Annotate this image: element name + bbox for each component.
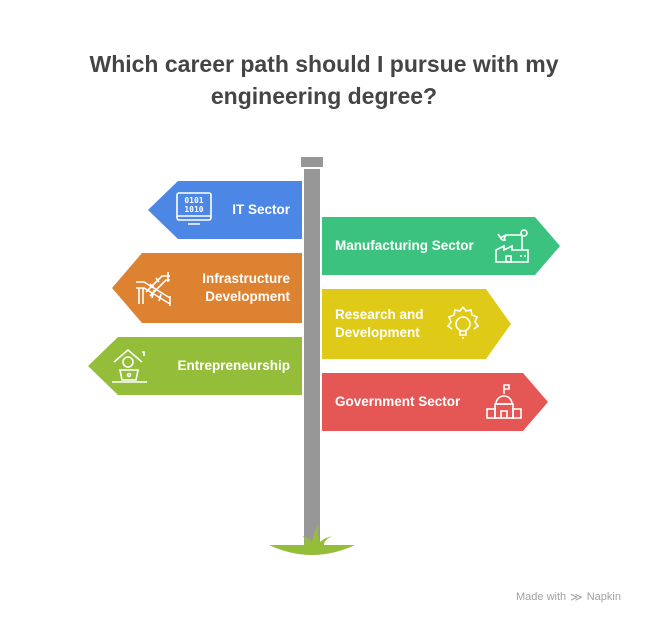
bridge-icon — [136, 272, 171, 306]
title-line-1: Which career path should I pursue with m… — [89, 51, 559, 77]
title-line-2: engineering degree? — [210, 83, 438, 109]
sign-label: Infrastructure Development — [202, 270, 290, 306]
sign-infrastructure-development: Infrastructure Development — [112, 253, 302, 323]
binary-monitor-icon: 0101 1010 — [176, 192, 212, 225]
grass-base — [269, 524, 355, 555]
made-with-napkin-badge[interactable]: Made with ≫ Napkin — [516, 590, 621, 604]
sign-manufacturing-sector: Manufacturing Sector — [322, 217, 560, 275]
svg-text:0101: 0101 — [184, 196, 203, 205]
sign-label: Government Sector — [335, 394, 461, 409]
factory-robot-arm-icon — [494, 226, 534, 266]
sign-label-line-1: Research and — [335, 307, 424, 322]
page-title: Which career path should I pursue with m… — [0, 48, 648, 112]
signpost-pole — [304, 169, 320, 547]
sign-label: Entrepreneurship — [177, 358, 290, 373]
signpost-cap — [301, 157, 323, 167]
sign-label: Research and Development — [335, 306, 424, 342]
sign-research-and-development: Research and Development — [322, 289, 511, 359]
sign-label: IT Sector — [232, 202, 290, 217]
made-with-text: Made with — [516, 591, 567, 603]
sign-entrepreneurship: Entrepreneurship — [88, 337, 302, 395]
gear-lightbulb-icon — [443, 304, 483, 344]
sign-label-line-2: Development — [205, 289, 290, 304]
napkin-logo-icon: ≫ — [570, 590, 583, 604]
capitol-building-icon — [484, 382, 524, 422]
napkin-brand-text: Napkin — [586, 591, 621, 603]
sign-label-line-2: Development — [335, 325, 420, 340]
svg-text:1010: 1010 — [184, 205, 203, 214]
sign-government-sector: Government Sector — [322, 373, 548, 431]
sign-label-line-1: Infrastructure — [202, 271, 290, 286]
sign-it-sector: 0101 1010 IT Sector — [148, 181, 302, 239]
home-laptop-icon — [112, 348, 147, 383]
grass-tuft — [302, 524, 332, 545]
ground — [269, 545, 355, 555]
sign-label: Manufacturing Sector — [335, 238, 474, 253]
